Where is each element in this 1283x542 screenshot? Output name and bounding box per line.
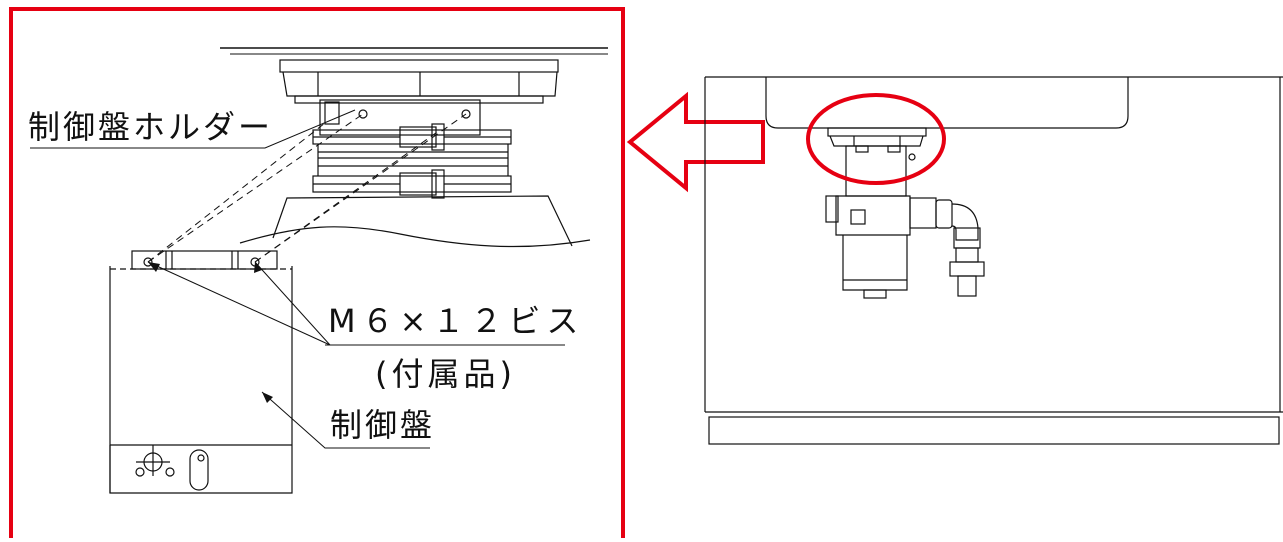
control-panel-box [109, 250, 293, 494]
overview-flange [827, 127, 927, 147]
disposer-body [272, 195, 573, 247]
sink-flange [279, 59, 559, 104]
sink-basin [765, 77, 1129, 129]
band-clamp-upper [312, 123, 512, 151]
leader-lines [30, 109, 565, 449]
overview-drain-pipe [909, 197, 985, 297]
leader-arrowheads [148, 262, 273, 403]
alignment-guides [147, 113, 467, 263]
cabinet-kickplate [708, 416, 1280, 445]
motor-body-upper [317, 144, 509, 176]
detail-frame [9, 7, 625, 542]
break-line [239, 226, 591, 248]
overview-panel [704, 76, 1283, 445]
detail-panel: 制御盤ホルダー M６×１２ビス (付属品) 制御盤 [9, 7, 625, 542]
overview-disposer [825, 145, 916, 299]
screw-label: M６×１２ビス [328, 302, 584, 340]
holder-label: 制御盤ホルダー [28, 108, 273, 146]
highlight-ellipse [806, 93, 946, 185]
band-clamp-lower [312, 169, 512, 199]
panel-label: 制御盤 [330, 406, 435, 444]
left-arrow-icon [626, 91, 765, 193]
accessory-label: (付属品) [375, 355, 516, 393]
